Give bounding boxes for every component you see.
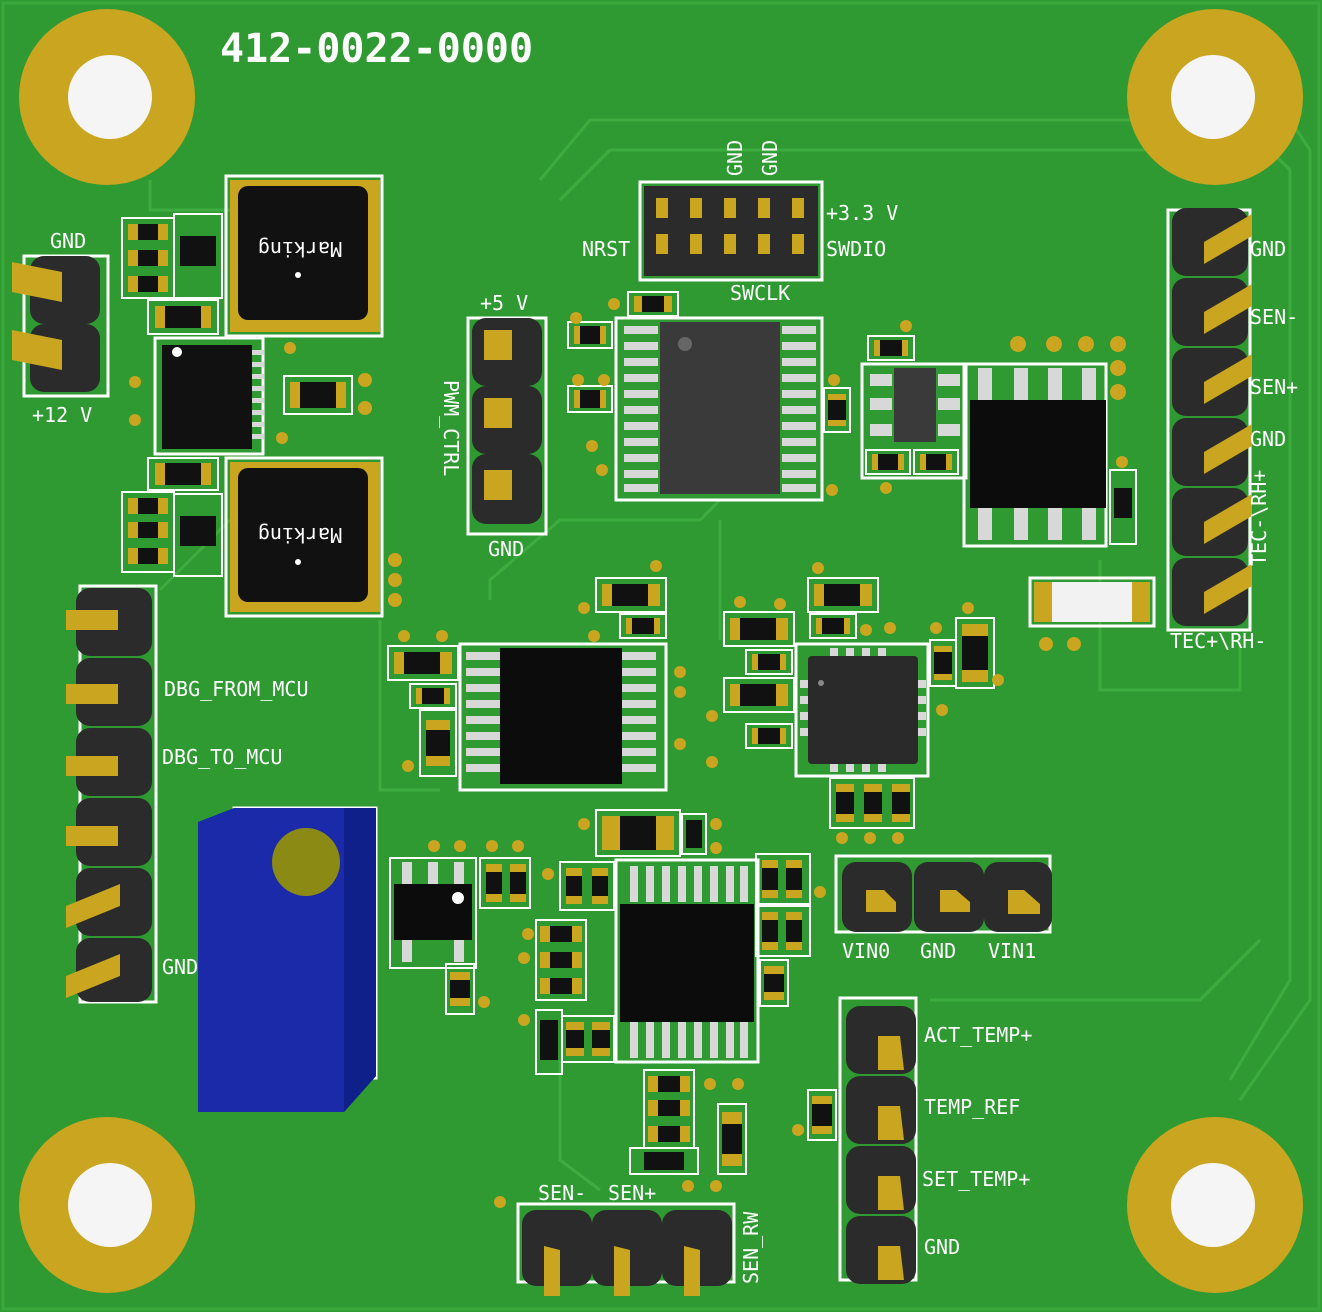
label-swd-swdio: SWDIO bbox=[826, 237, 886, 261]
label-left-gnd: GND bbox=[162, 955, 198, 979]
header-right bbox=[1166, 208, 1252, 632]
label-swd-3v3: +3.3 V bbox=[826, 201, 898, 225]
copper-traces bbox=[148, 118, 1312, 1192]
label-right-sen-plus: SEN+ bbox=[1250, 375, 1298, 399]
label-right-gnd-2: GND bbox=[1250, 427, 1286, 451]
mounting-hole-bottom-left bbox=[19, 1117, 195, 1293]
qfn-chip bbox=[706, 562, 1004, 844]
label-right-tec-plus: TEC+\RH- bbox=[1170, 629, 1266, 653]
amplifier-chip bbox=[389, 809, 837, 1208]
label-swd-nrst: NRST bbox=[582, 237, 630, 261]
label-swd-gnd-1: GND bbox=[723, 140, 747, 176]
label-sen-rw: SEN_RW bbox=[739, 1211, 763, 1284]
inductor-top: Marking bbox=[224, 174, 384, 338]
label-vin0: VIN0 bbox=[842, 939, 890, 963]
label-bottom-right-gnd: GND bbox=[924, 1235, 960, 1259]
swd-connector bbox=[638, 180, 824, 282]
inductor-bottom: Marking bbox=[224, 456, 384, 618]
header-vin bbox=[834, 854, 1052, 934]
label-vin1: VIN1 bbox=[988, 939, 1036, 963]
driver-ic-right bbox=[860, 320, 968, 494]
label-swd-gnd-2: GND bbox=[758, 140, 782, 176]
label-right-gnd-1: GND bbox=[1250, 237, 1286, 261]
inductor-bottom-marking: Marking bbox=[258, 523, 342, 547]
label-sen-minus-bottom: SEN- bbox=[538, 1181, 586, 1205]
header-debug bbox=[66, 584, 158, 1004]
label-pwm-ctrl: PWM_CTRL bbox=[439, 380, 463, 476]
label-gnd-pwm: GND bbox=[488, 537, 524, 561]
label-set-temp: SET_TEMP+ bbox=[922, 1167, 1030, 1191]
label-dbg-from-mcu: DBG_FROM_MCU bbox=[164, 677, 309, 701]
part-number: 412-0022-0000 bbox=[220, 26, 533, 72]
label-12v: +12 V bbox=[32, 403, 92, 427]
label-sen-plus-bottom: SEN+ bbox=[608, 1181, 656, 1205]
mounting-hole-top-right bbox=[1127, 9, 1303, 185]
inductor-top-marking: Marking bbox=[258, 237, 342, 261]
power-mosfet bbox=[962, 336, 1137, 548]
label-vin-gnd: GND bbox=[920, 939, 956, 963]
label-temp-ref: TEMP_REF bbox=[924, 1095, 1020, 1119]
header-sensor bbox=[516, 1202, 736, 1296]
adc-chip bbox=[387, 560, 686, 792]
label-right-sen-minus: SEN- bbox=[1250, 305, 1298, 329]
trimpot bbox=[198, 806, 378, 1112]
header-temp bbox=[838, 996, 918, 1284]
passives-left bbox=[121, 213, 402, 607]
label-act-temp: ACT_TEMP+ bbox=[924, 1023, 1032, 1047]
label-5v: +5 V bbox=[480, 291, 528, 315]
label-gnd-top-left: GND bbox=[50, 229, 86, 253]
mounting-hole-top-left bbox=[19, 9, 195, 185]
label-dbg-to-mcu: DBG_TO_MCU bbox=[162, 745, 282, 769]
header-pwm bbox=[466, 316, 548, 536]
label-right-tec-minus: TEC-\RH+ bbox=[1247, 470, 1271, 566]
regulator-ic bbox=[153, 336, 265, 456]
label-swd-swclk: SWCLK bbox=[730, 281, 790, 305]
shunt-resistor bbox=[1028, 576, 1156, 651]
mounting-hole-bottom-right bbox=[1127, 1117, 1303, 1293]
mcu-chip bbox=[567, 291, 851, 502]
header-12v bbox=[12, 254, 110, 398]
